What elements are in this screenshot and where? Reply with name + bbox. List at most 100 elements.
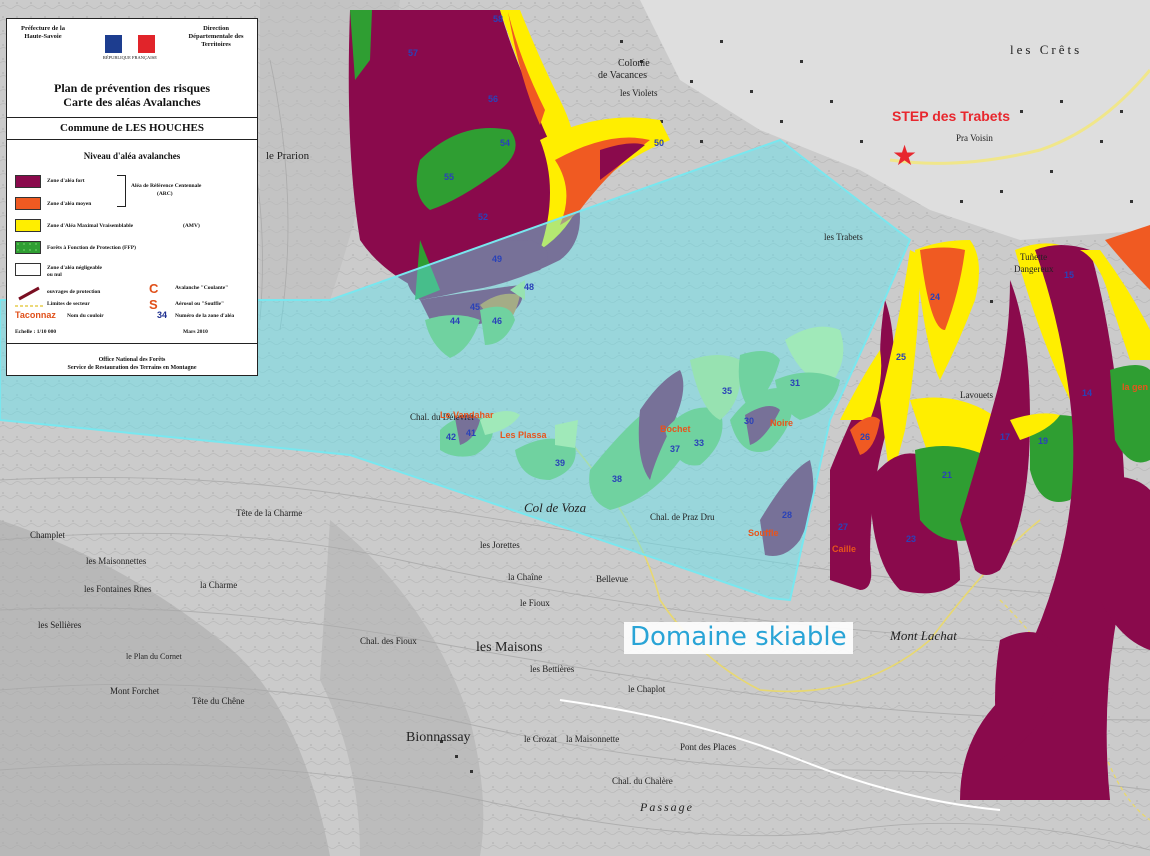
zone-number-52: 52	[478, 212, 489, 222]
zone-number-46: 46	[492, 316, 503, 326]
swatch-negligeable	[15, 263, 41, 276]
place-vacances: de Vacances	[598, 70, 647, 81]
zone-fort-south[interactable]	[995, 632, 1060, 760]
place-tunettes: Tuñette	[1020, 252, 1048, 262]
zone-amv-27[interactable]	[840, 350, 882, 420]
zone-fort-17[interactable]	[960, 280, 1030, 575]
legend-hazard-title: Niveau d'aléa avalanches	[83, 151, 181, 161]
ski-domain-overlay[interactable]	[0, 138, 912, 602]
zone-ffp-58w[interactable]	[350, 10, 372, 80]
place-lavouets: Lavouets	[960, 390, 993, 400]
place-fioux: le Fioux	[520, 598, 550, 608]
place-col-voza: Col de Voza	[524, 500, 587, 515]
label-limites: Limites de secteur	[47, 301, 90, 307]
place-plan-cornet: le Plan du Cornet	[126, 652, 182, 661]
republic-flag-icon	[105, 35, 156, 53]
map-legend: Préfecture de la Haute-Savoie Direction …	[6, 18, 258, 376]
place-pont-places: Pont des Places	[680, 742, 736, 752]
place-les-crets: les Crêts	[1010, 42, 1083, 57]
zone-light-41[interactable]	[480, 411, 520, 435]
label-moyen: Zone d'aléa moyen	[47, 201, 92, 207]
zone-fort-49[interactable]	[406, 240, 548, 300]
place-chal-delevret: Chal. du Délevret	[410, 412, 474, 422]
zone-ffp-east[interactable]	[1110, 365, 1150, 463]
place-passage: Passage	[640, 800, 694, 814]
zone-ffp-33[interactable]	[665, 407, 723, 466]
zone-amv-15e[interactable]	[1080, 250, 1150, 360]
footer-onf: Office National des Forêts	[98, 357, 166, 363]
label-numero: Numéro de la zone d'aléa	[175, 313, 235, 319]
zone-number-41: 41	[466, 428, 477, 438]
zone-fort-30[interactable]	[745, 406, 780, 445]
label-souffle: Aérosol ou "Souffle"	[175, 301, 225, 307]
label-amv-abbr: (AMV)	[183, 223, 200, 229]
zone-light-31[interactable]	[785, 326, 844, 385]
place-pra-voisin: Pra Voisin	[956, 133, 993, 143]
place-jorettes: les Jorettes	[480, 540, 520, 550]
zone-number-25: 25	[896, 352, 907, 362]
arc-bracket	[117, 175, 126, 207]
zone-amv-25[interactable]	[880, 250, 920, 480]
place-chal-chalere: Chal. du Chalère	[612, 776, 673, 786]
road-main	[889, 69, 1150, 165]
place-mont-lachat: Mont Lachat	[890, 628, 957, 643]
place-bionnassay: Bionnassay	[406, 730, 471, 745]
legend-footer: Office National des Forêts Service de Re…	[7, 356, 257, 372]
swatch-fort	[15, 175, 41, 188]
zone-ffp-49w[interactable]	[415, 240, 440, 300]
zone-fort-50[interactable]	[600, 143, 645, 180]
legend-title-line1: Plan de prévention des risques	[53, 81, 210, 95]
zone-light-39[interactable]	[555, 420, 578, 448]
zone-light-35[interactable]	[690, 355, 741, 420]
zone-fort-28[interactable]	[760, 460, 814, 556]
place-colonie: Colonie	[618, 58, 650, 69]
step-star-icon[interactable]: ★	[892, 140, 918, 171]
place-charme: la Charme	[200, 580, 238, 590]
zone-amv-17[interactable]	[1010, 413, 1060, 440]
zone-number-50: 50	[654, 138, 665, 148]
zone-fort-41[interactable]	[455, 414, 480, 445]
zone-number-21: 21	[942, 470, 953, 480]
zone-fort-37[interactable]	[638, 370, 684, 480]
label-negligeable: Zone d'aléa négligeable ou nul	[47, 265, 102, 278]
place-trabets: les Trabets	[824, 232, 863, 242]
legend-divider	[7, 139, 257, 140]
zone-number-26: 26	[860, 432, 871, 442]
place-bellevue: Bellevue	[596, 574, 628, 584]
place-dangereux: Dangereux	[1014, 264, 1054, 274]
republic-label: RÉPUBLIQUE FRANÇAISE	[102, 55, 158, 60]
zone-ffp-55[interactable]	[416, 128, 516, 210]
corridor-gen: la gen	[1122, 382, 1149, 392]
zone-moyen-15[interactable]	[1105, 225, 1150, 290]
zone-moyen-24[interactable]	[920, 247, 965, 331]
place-violets: les Violets	[620, 88, 658, 98]
zone-fort-east[interactable]	[1090, 476, 1150, 650]
letter-s: S	[149, 297, 158, 312]
ski-area-label: Domaine skiable	[624, 622, 853, 654]
zone-number-38: 38	[612, 474, 623, 484]
zone-moyen-58[interactable]	[508, 12, 545, 125]
legend-date: Mars 2010	[183, 329, 208, 335]
zone-light-48[interactable]	[510, 280, 525, 300]
zone-fort-14[interactable]	[960, 245, 1125, 800]
zone-ffp-31[interactable]	[775, 372, 840, 421]
zone-number-54: 54	[500, 138, 511, 148]
corridor-vandaban: Le Vandahar	[440, 410, 494, 420]
zone-ffp-19[interactable]	[1030, 415, 1086, 502]
label-coulante: Avalanche "Coulante"	[175, 285, 229, 291]
relief-shade-south	[320, 520, 484, 856]
zone-ffp-44[interactable]	[425, 315, 480, 358]
zone-number-56: 56	[488, 94, 499, 104]
step-label: STEP des Trabets	[892, 108, 1011, 124]
zone-number-35: 35	[722, 386, 733, 396]
buildings	[440, 40, 1133, 773]
place-prarion: le Prarion	[266, 150, 310, 162]
zone-moyen-26[interactable]	[850, 416, 880, 455]
zone-ffp-46[interactable]	[480, 306, 515, 345]
place-tete-chera: Tête du Chêne	[192, 696, 245, 706]
zone-ffp-35[interactable]	[738, 351, 780, 410]
zone-ffp-39c[interactable]	[515, 438, 576, 480]
ffp-hatch-icon	[16, 242, 40, 253]
zone-number-31: 31	[790, 378, 801, 388]
